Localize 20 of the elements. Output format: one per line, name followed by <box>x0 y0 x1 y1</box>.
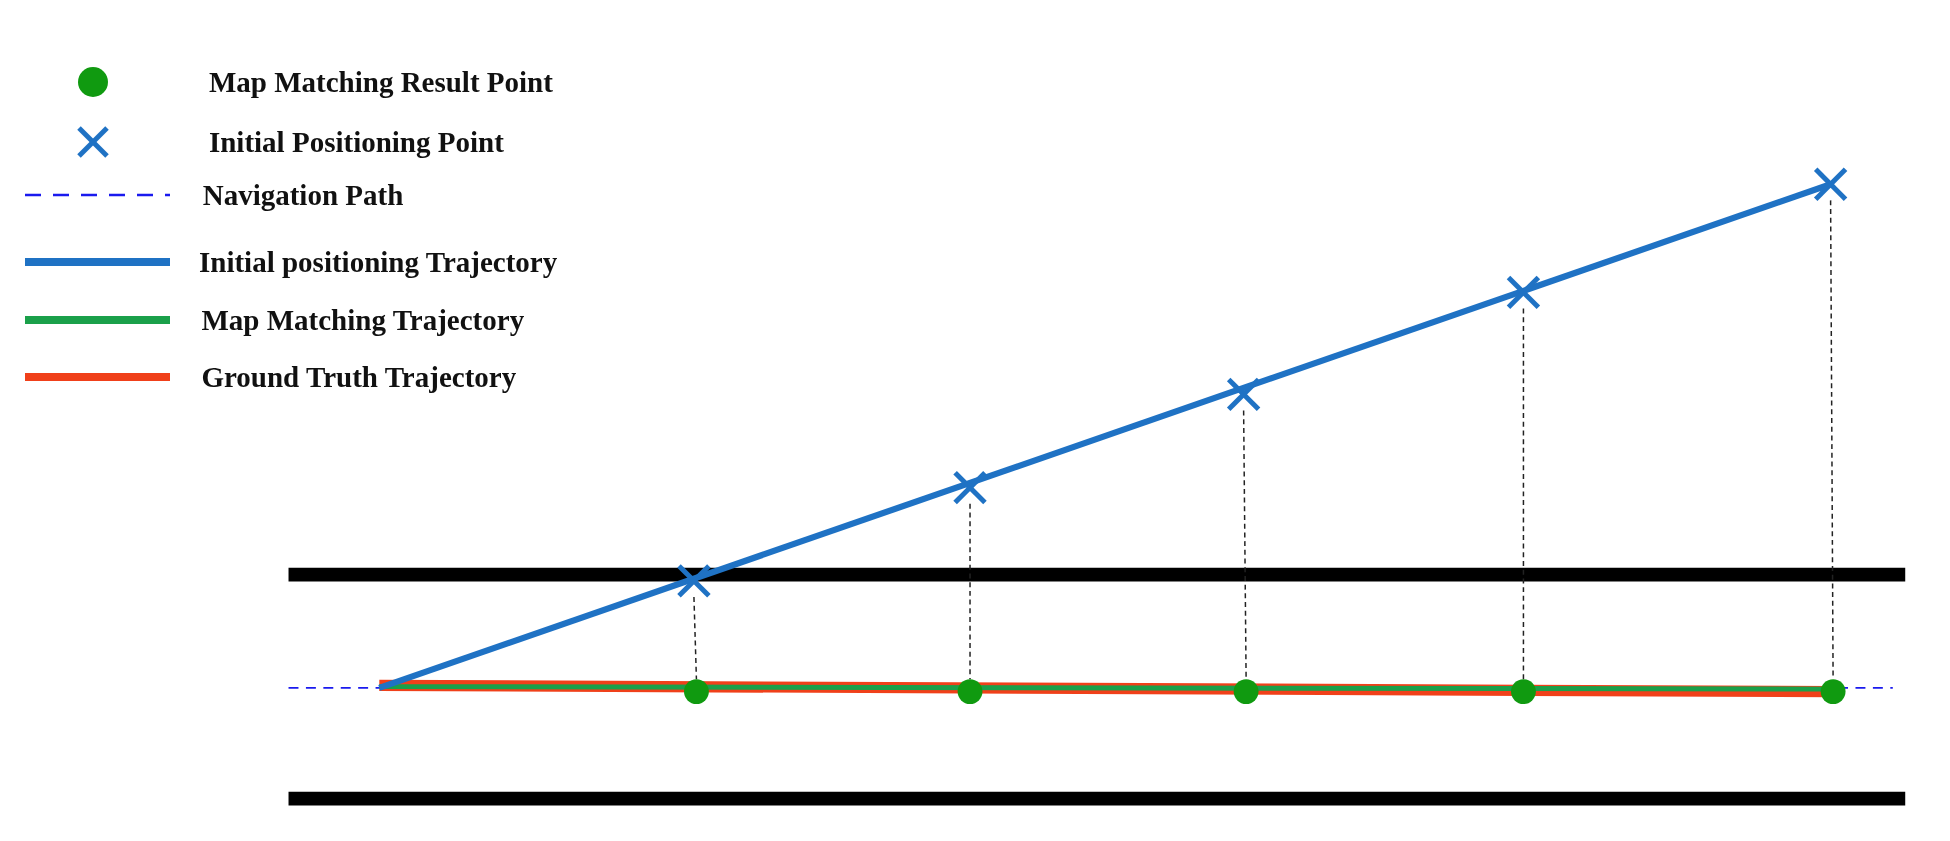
cross-marker-icon <box>953 470 987 505</box>
legend-label: Map Matching Result Point <box>208 65 553 100</box>
cross-marker-icon <box>1506 275 1541 310</box>
cross-marker-icon <box>1226 377 1261 412</box>
legend-label: Initial positioning Trajectory <box>198 245 558 280</box>
matched-point-dot <box>1820 679 1846 705</box>
cross-marker-icon <box>677 564 711 598</box>
legend-label: Navigation Path <box>202 178 404 213</box>
legend-label: Ground Truth Trajectory <box>201 359 517 394</box>
matched-point-dot <box>1233 679 1259 705</box>
projection-line <box>693 596 698 680</box>
matched-point-dot <box>1511 679 1536 705</box>
projection-line <box>969 503 971 680</box>
legend-label: Map Matching Trajectory <box>201 302 525 337</box>
projection-line <box>1522 307 1525 680</box>
matched-point-dot <box>957 679 983 705</box>
projection-line <box>1242 409 1247 680</box>
matched-point-dot <box>684 679 709 705</box>
legend-label: Initial Positioning Point <box>208 124 504 159</box>
cross-marker-icon <box>1813 167 1848 201</box>
